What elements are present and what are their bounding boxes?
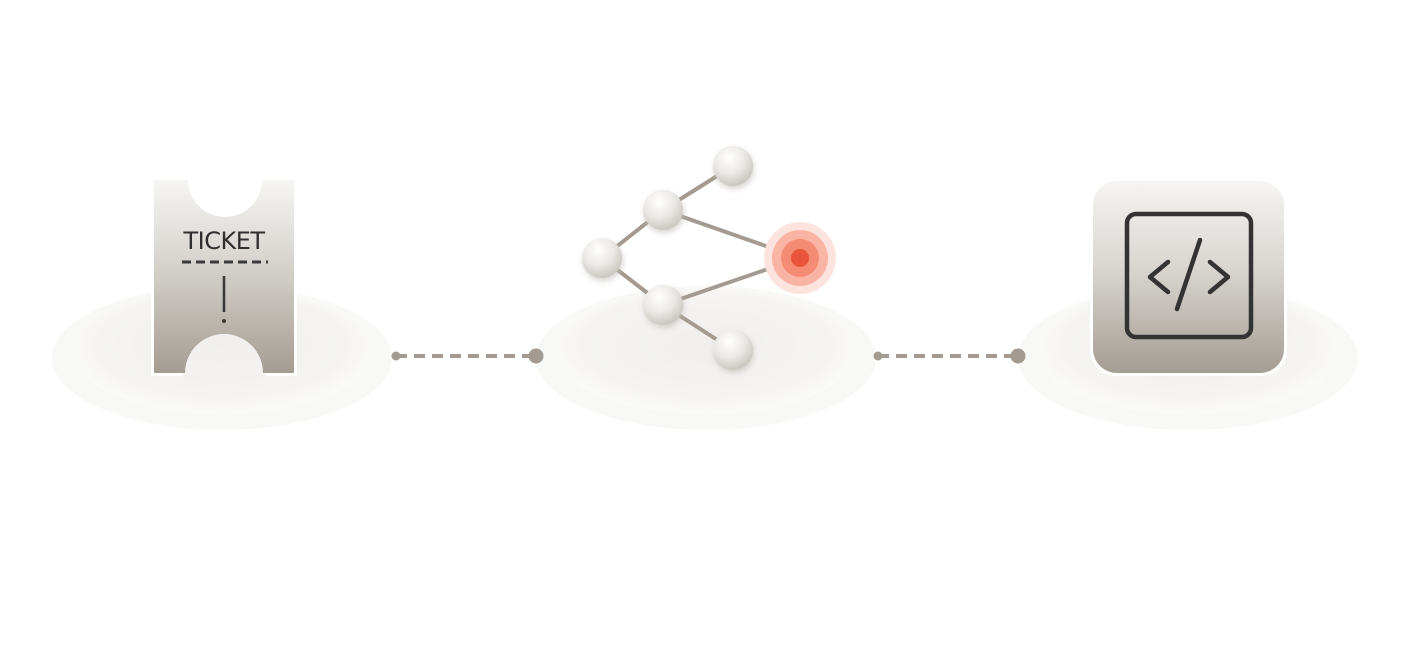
ticket-icon: TICKET: [151, 180, 297, 376]
connector-end-dot: [528, 348, 544, 364]
graph-tree-icon: [582, 146, 836, 373]
connector-graph-code: [873, 348, 1026, 364]
graph-node-highlighted: [764, 222, 836, 294]
connector-ticket-graph: [391, 348, 544, 364]
graph-node-bottom-leaf: [713, 330, 754, 373]
code-brackets-icon: [1090, 178, 1287, 376]
graph-node-lower: [643, 285, 684, 328]
graph-node-root: [582, 238, 623, 281]
code-symbol: [1147, 237, 1231, 312]
connector-start-dot: [391, 351, 401, 361]
ticket-label: TICKET: [182, 227, 265, 255]
exclamation-icon: [222, 276, 226, 323]
platform-graph: [536, 286, 876, 430]
connector-end-dot: [1010, 348, 1026, 364]
graph-node-top-leaf: [713, 146, 754, 189]
connector-start-dot: [873, 351, 883, 361]
graph-node-upper: [643, 190, 684, 233]
